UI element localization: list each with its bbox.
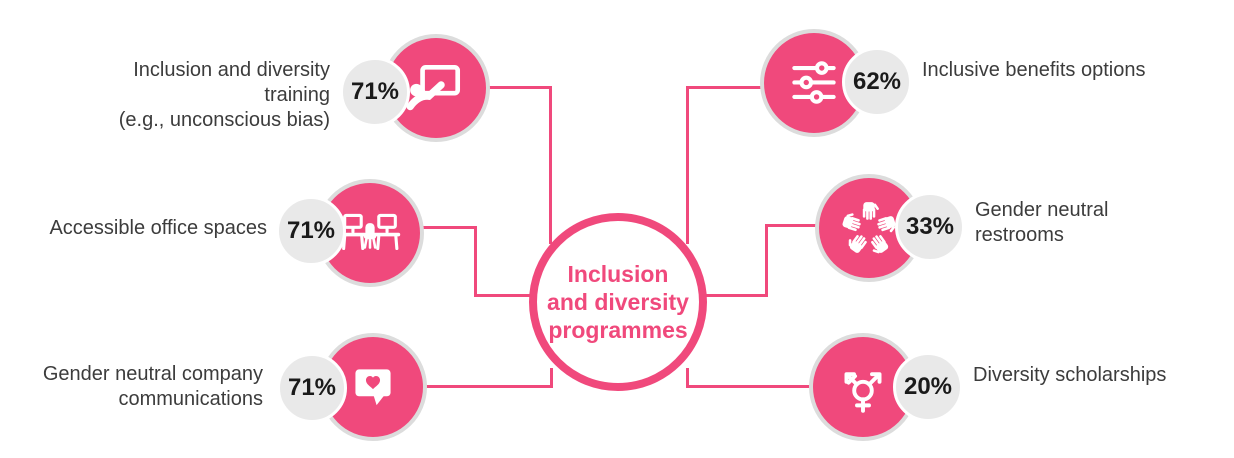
presentation-board-icon (406, 65, 461, 111)
pct-badge-benefits: 62% (842, 47, 912, 117)
connector-line (686, 368, 689, 388)
transgender-symbol-icon (844, 372, 882, 413)
hands-circle-icon (842, 202, 896, 254)
connector-line (421, 226, 477, 229)
communications-icon-bubble (323, 337, 423, 437)
pct-badge-training: 71% (340, 57, 410, 127)
connector-line (486, 86, 552, 89)
center-hub-title: Inclusion and diversity programmes (547, 261, 689, 343)
connector-line (474, 226, 477, 297)
pct-badge-office-spaces: 71% (276, 196, 346, 266)
connector-line (705, 294, 768, 297)
label-scholarships: Diversity scholarships (973, 364, 1167, 386)
connector-line (550, 368, 553, 388)
label-training: Inclusion and diversity training (e.g., … (118, 59, 330, 131)
pct-badge-communications: 71% (277, 353, 347, 423)
connector-line (686, 86, 689, 244)
center-hub-circle: Inclusion and diversity programmes (529, 213, 707, 391)
connector-line (686, 385, 813, 388)
label-restrooms: Gender neutral restrooms (975, 199, 1109, 246)
label-benefits: Inclusive benefits options (922, 59, 1146, 81)
label-communications: Gender neutral company communications (42, 363, 263, 410)
connector-line (549, 86, 552, 244)
connector-line (765, 224, 819, 227)
label-office-spaces: Accessible office spaces (49, 217, 267, 239)
chat-heart-icon (355, 369, 391, 406)
connector-line (424, 385, 553, 388)
pct-badge-restrooms: 33% (895, 192, 965, 262)
connector-line (474, 294, 531, 297)
pct-badge-scholarships: 20% (893, 352, 963, 422)
sliders-icon (792, 61, 836, 104)
connector-line (686, 86, 765, 89)
connector-line (765, 224, 768, 297)
office-desks-icon (339, 213, 401, 251)
